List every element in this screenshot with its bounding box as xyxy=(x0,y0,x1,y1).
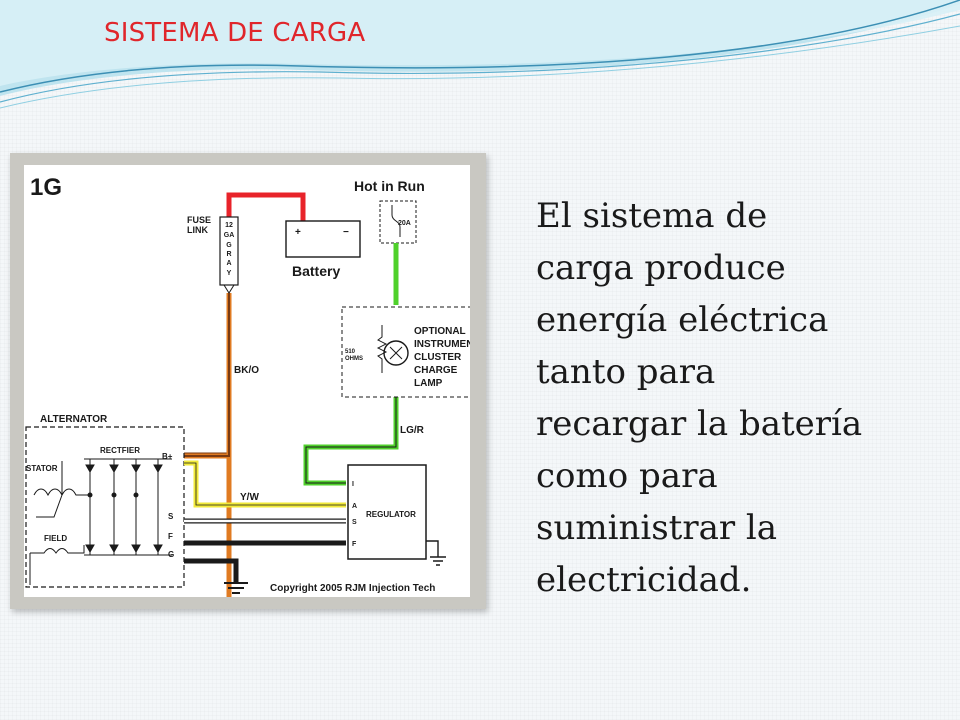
ground-icon xyxy=(224,582,248,594)
svg-text:+: + xyxy=(295,227,301,238)
lamp-label-5: LAMP xyxy=(414,378,443,389)
regulator-terminal-f: F xyxy=(352,541,357,548)
regulator-terminal-a: A xyxy=(352,503,357,510)
svg-text:12: 12 xyxy=(225,222,233,229)
body-line: como para xyxy=(536,456,718,496)
ground-wire xyxy=(184,558,239,583)
body-line: suministrar la xyxy=(536,508,778,548)
charging-system-diagram: 1G 12 GA G R A Y FUSE LINK + − Battery H… xyxy=(10,153,486,609)
body-line: electricidad. xyxy=(536,560,752,600)
alternator-label: ALTERNATOR xyxy=(40,414,108,425)
resistor-icon xyxy=(376,325,388,373)
stator-label: STATOR xyxy=(26,464,58,473)
terminal-b-plus: B+ xyxy=(162,452,173,461)
bko-wire-label: BK/O xyxy=(234,365,259,376)
body-text: El sistema de carga produce energía eléc… xyxy=(536,190,936,606)
svg-text:R: R xyxy=(226,251,231,258)
fuse-link: 12 GA G R A Y xyxy=(219,216,239,294)
diagram-code-label: 1G xyxy=(30,174,62,201)
optional-lamp-box xyxy=(341,306,470,398)
alternator-box xyxy=(25,426,185,588)
stator-coils xyxy=(33,461,90,518)
lamp-label-4: CHARGE xyxy=(414,365,458,376)
header-wave-decoration xyxy=(0,0,960,109)
body-line: recargar la batería xyxy=(536,404,863,444)
lamp-label-2: INSTRUMENT xyxy=(414,339,470,350)
terminal-g: G xyxy=(168,550,174,559)
terminal-s: S xyxy=(168,512,174,521)
svg-text:A: A xyxy=(226,260,231,267)
resistor-label-1: 510 xyxy=(345,349,356,355)
svg-text:−: − xyxy=(343,227,349,238)
svg-text:GA: GA xyxy=(224,232,235,239)
regulator-box xyxy=(347,464,427,560)
hot-in-run-label: Hot in Run xyxy=(354,178,425,194)
rectifier-label: RECTFIER xyxy=(100,446,140,455)
lamp-label-3: CLUSTER xyxy=(414,352,462,363)
red-wire xyxy=(226,192,306,221)
svg-text:G: G xyxy=(226,242,232,249)
field-coil xyxy=(29,545,85,585)
slide-title: SISTEMA DE CARGA xyxy=(104,18,366,48)
fuse-link-label-2: LINK xyxy=(187,225,208,235)
regulator-terminal-i: I xyxy=(352,481,354,488)
wiring-diagram: 1G 12 GA G R A Y FUSE LINK + − Battery H… xyxy=(24,165,470,597)
terminal-f: F xyxy=(168,532,173,541)
regulator-ground-icon xyxy=(426,540,446,566)
body-line: energía eléctrica xyxy=(536,300,829,340)
body-line: El sistema de xyxy=(536,196,768,236)
copyright-label: Copyright 2005 RJM Injection Tech xyxy=(270,583,435,594)
regulator-label: REGULATOR xyxy=(366,510,416,519)
rectifier-diodes xyxy=(84,458,172,556)
svg-text:20A: 20A xyxy=(398,220,411,227)
regulator-terminal-s: S xyxy=(352,519,357,526)
lamp-label-1: OPTIONAL xyxy=(414,326,466,337)
field-label: FIELD xyxy=(44,534,67,543)
resistor-label-2: OHMS xyxy=(345,356,363,362)
yw-wire-label: Y/W xyxy=(240,492,259,503)
svg-text:Y: Y xyxy=(227,270,232,277)
body-line: carga produce xyxy=(536,248,786,288)
fuse-link-label-1: FUSE xyxy=(187,215,211,225)
body-line: tanto para xyxy=(536,352,716,392)
lgr-wire-label: LG/R xyxy=(400,425,425,436)
battery: + − xyxy=(285,220,361,258)
battery-label: Battery xyxy=(292,263,340,279)
